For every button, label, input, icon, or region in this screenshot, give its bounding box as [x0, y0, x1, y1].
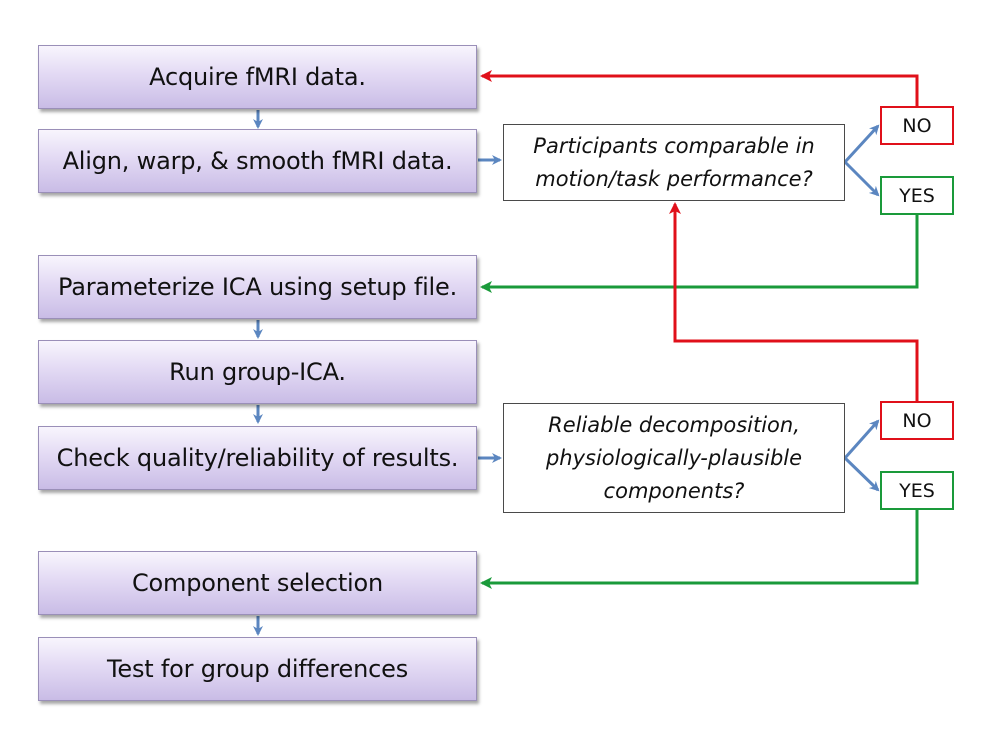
- step-check-quality: Check quality/reliability of results.: [38, 426, 477, 490]
- no-path-1-to-acquire: [480, 70, 919, 107]
- question-2-line-3: components?: [603, 478, 745, 503]
- step-component-selection-label: Component selection: [131, 569, 384, 597]
- no-path-2-to-question1: [669, 202, 919, 402]
- step-parameterize-ica-label: Parameterize ICA using setup file.: [58, 273, 457, 301]
- answer-no-2-label: NO: [902, 409, 932, 432]
- answer-yes-1: YES: [880, 176, 954, 215]
- step-run-group-ica-label: Run group-ICA.: [169, 358, 346, 386]
- question-reliable-decomposition: Reliable decomposition, physiologically-…: [503, 403, 845, 513]
- yes-path-2-to-component-selection: [480, 510, 919, 589]
- answer-yes-1-label: YES: [899, 184, 935, 207]
- question-1-line-2: motion/task performance?: [535, 166, 813, 191]
- yes-path-1-to-parameterize: [480, 215, 919, 293]
- step-test-group-differences: Test for group differences: [38, 637, 477, 701]
- step-parameterize-ica: Parameterize ICA using setup file.: [38, 255, 477, 319]
- arrow-question2-to-no2: [843, 419, 880, 459]
- question-2-line-2: physiologically-plausible: [545, 445, 803, 470]
- step-component-selection: Component selection: [38, 551, 477, 615]
- step-acquire-data-label: Acquire fMRI data.: [149, 63, 366, 91]
- answer-no-2: NO: [880, 401, 954, 440]
- answer-yes-2-label: YES: [899, 479, 935, 502]
- step-acquire-data: Acquire fMRI data.: [38, 45, 477, 109]
- answer-no-1: NO: [880, 106, 954, 145]
- step-align-warp-smooth-label: Align, warp, & smooth fMRI data.: [62, 147, 453, 175]
- step-test-group-differences-label: Test for group differences: [107, 655, 408, 683]
- arrow-question2-to-yes2: [843, 456, 880, 492]
- step-check-quality-label: Check quality/reliability of results.: [56, 444, 459, 472]
- arrow-question1-to-no1: [843, 124, 880, 164]
- answer-no-1-label: NO: [902, 114, 932, 137]
- question-participants-comparable: Participants comparable in motion/task p…: [503, 124, 845, 201]
- step-align-warp-smooth: Align, warp, & smooth fMRI data.: [38, 129, 477, 193]
- step-run-group-ica: Run group-ICA.: [38, 340, 477, 404]
- question-1-line-1: Participants comparable in: [533, 133, 815, 158]
- question-2-line-1: Reliable decomposition,: [548, 412, 800, 437]
- arrow-question1-to-yes1: [843, 160, 880, 197]
- answer-yes-2: YES: [880, 471, 954, 510]
